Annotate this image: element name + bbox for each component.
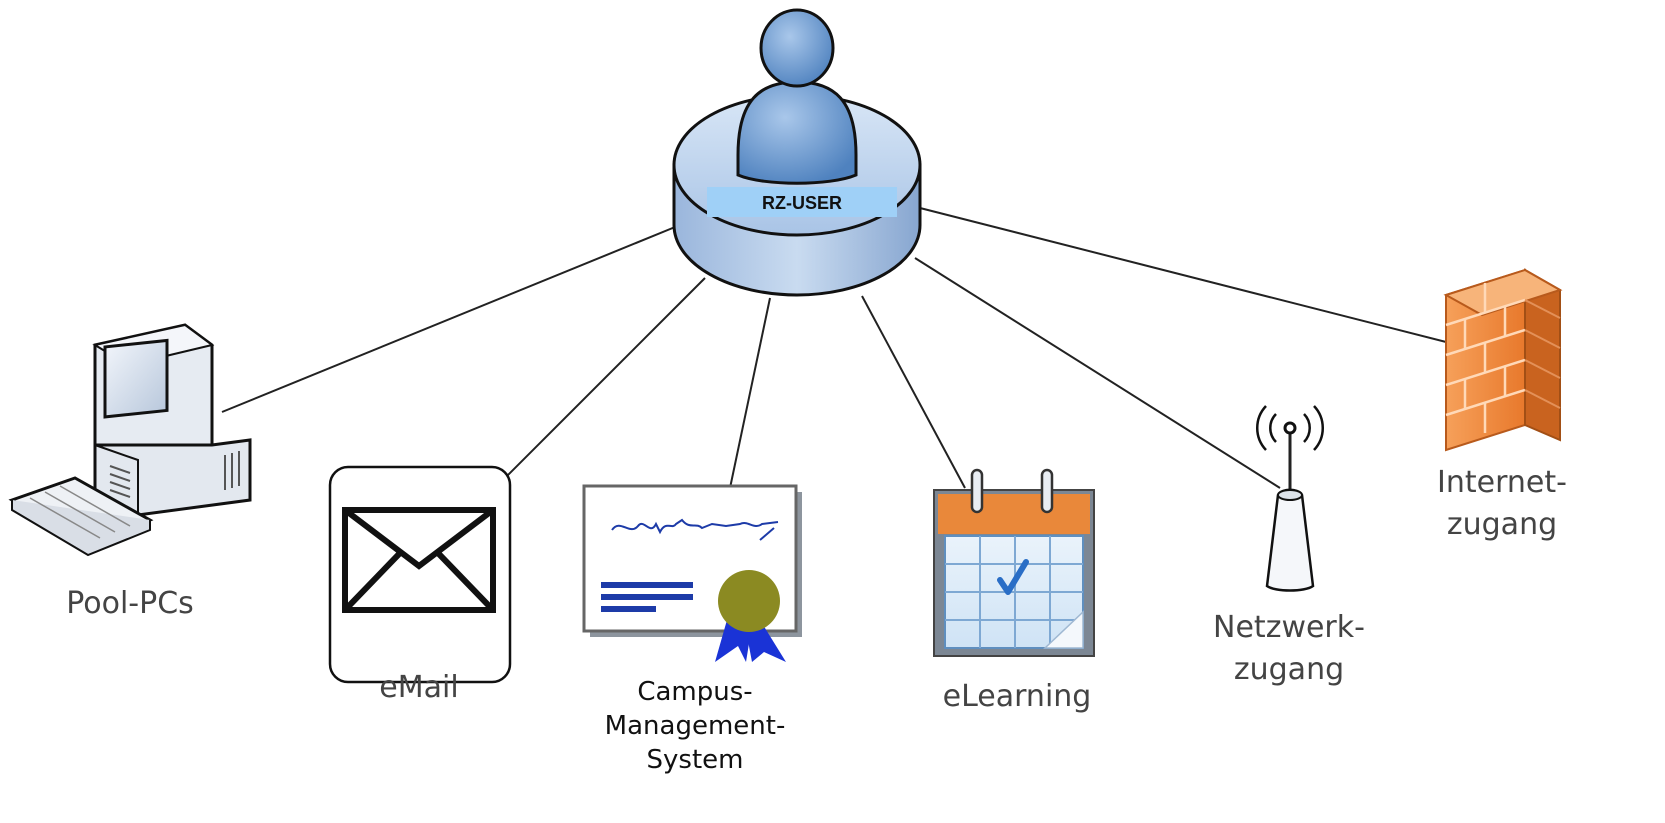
- elearning-label: eLearning: [943, 679, 1092, 714]
- firewall-icon: [1443, 268, 1563, 452]
- rz-user-band: [707, 187, 897, 217]
- envelope-icon: [328, 465, 512, 684]
- calendar-icon: [933, 468, 1095, 657]
- link-netzwerk: [914, 257, 1281, 489]
- link-pool-pcs: [221, 224, 681, 413]
- computer-icon: [8, 323, 252, 557]
- link-internet: [919, 207, 1451, 344]
- internet-label-2: zugang: [1447, 507, 1557, 542]
- link-campus: [729, 297, 771, 489]
- certificate-icon: [582, 484, 802, 662]
- user-icon: [736, 8, 858, 185]
- campus-label-1: Campus-: [637, 677, 752, 707]
- campus-label-2: Management-: [605, 711, 786, 741]
- netzwerk-label-2: zugang: [1234, 652, 1344, 687]
- pool-pcs-label: Pool-PCs: [66, 586, 194, 621]
- internet-label-1: Internet-: [1437, 465, 1567, 500]
- connection-lines: [221, 207, 1451, 489]
- link-elearning: [861, 295, 966, 489]
- antenna-icon: [1256, 405, 1324, 592]
- rz-user-label: RZ-USER: [762, 193, 842, 213]
- rz-user-node: RZ-USER: [672, 8, 922, 297]
- email-label: eMail: [379, 670, 458, 705]
- netzwerk-label-1: Netzwerk-: [1213, 610, 1365, 645]
- link-email: [504, 277, 706, 479]
- campus-label-3: System: [647, 745, 744, 775]
